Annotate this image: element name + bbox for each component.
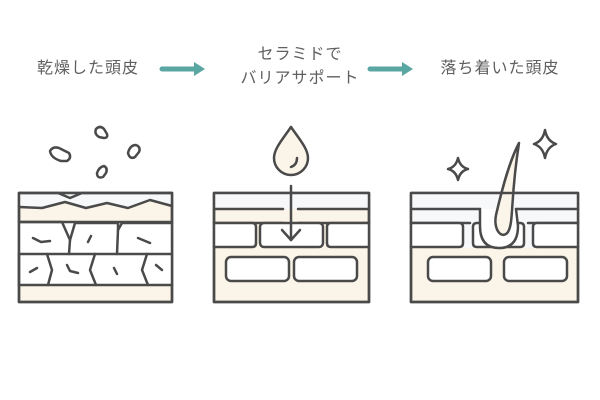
arrow-right-icon <box>159 62 205 76</box>
arrow-right-icon <box>367 62 413 76</box>
droplet-icon <box>272 125 310 177</box>
step-2-label-line-1: セラミドで <box>257 44 343 63</box>
flake-icon <box>48 146 72 163</box>
step-2-label-line-2: バリアサポート <box>240 68 360 87</box>
flake-icon <box>94 125 109 140</box>
sparkle-icon <box>446 156 470 182</box>
dry-scalp-illustration <box>17 125 174 304</box>
flake-icon <box>95 164 108 179</box>
step-2-label: セラミドで バリアサポート <box>210 42 390 90</box>
flake-icon <box>126 143 141 160</box>
hair-strand <box>494 141 521 237</box>
sparkle-icon <box>532 128 558 160</box>
calm-scalp-illustration <box>409 128 580 304</box>
ceramide-barrier-illustration <box>212 125 371 304</box>
step-3-label: 落ち着いた頭皮 <box>440 58 560 77</box>
step-1-label: 乾燥した頭皮 <box>36 58 139 77</box>
